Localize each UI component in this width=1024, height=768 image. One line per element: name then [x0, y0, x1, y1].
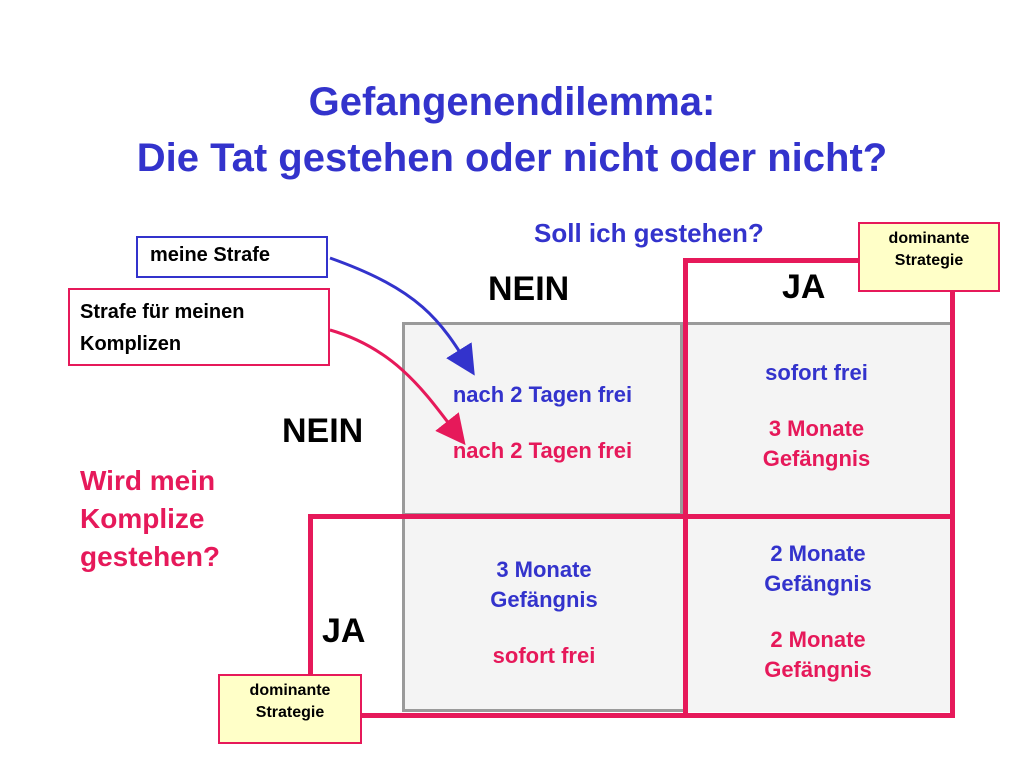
cell-yes-yes-partner-line-2: Gefängnis — [764, 657, 872, 682]
legend-partner-penalty-line-2: Komplizen — [80, 333, 182, 355]
arrow-my-penalty — [329, 256, 475, 376]
column-label-yes: JA — [782, 268, 826, 306]
cell-yes-no-partner-penalty: sofort frei — [492, 642, 596, 668]
dominant-note-bottom-line-1: dominante — [249, 682, 331, 699]
row-label-yes: JA — [322, 612, 366, 650]
arrow-partner-penalty — [329, 328, 466, 446]
column-label-no: NEIN — [488, 270, 570, 308]
cell-yes-no: 3 Monate Gefängnis sofort frei — [402, 516, 683, 712]
cell-no-yes-partner-line-1: 3 Monate — [768, 415, 865, 441]
question-partner-line-2: Komplize — [80, 503, 205, 534]
dominant-note-top-line-1: dominante — [888, 230, 970, 247]
legend-my-penalty: meine Strafe — [136, 236, 328, 278]
title-line-1: Gefangenendilemma: — [308, 80, 716, 124]
cell-yes-no-my-line-2: Gefängnis — [490, 586, 598, 612]
dominant-note-top-line-2: Strategie — [894, 252, 964, 269]
cell-no-yes-partner-line-2: Gefängnis — [762, 445, 871, 471]
question-partner-line-1: Wird mein — [80, 465, 216, 496]
row-label-no: NEIN — [282, 412, 364, 450]
cell-yes-no-my-line-1: 3 Monate — [496, 556, 592, 582]
legend-partner-penalty: Strafe für meinen Komplizen — [68, 288, 330, 366]
dominant-row-frame — [308, 514, 955, 718]
legend-partner-penalty-line-1: Strafe für meinen — [80, 301, 245, 323]
question-me: Soll ich gestehen? — [534, 218, 764, 248]
cell-no-yes: sofort frei 3 Monate Gefängnis — [683, 322, 953, 516]
dominant-note-bottom-line-2: Strategie — [255, 704, 325, 721]
question-partner: Wird mein Komplize gestehen? — [80, 462, 220, 576]
cell-yes-yes-partner-line-1: 2 Monate — [770, 627, 866, 652]
cell-no-no-partner-penalty: nach 2 Tagen frei — [452, 438, 633, 463]
dominant-strategy-note-top: dominante Strategie — [858, 222, 1000, 292]
cell-no-yes-my-penalty: sofort frei — [765, 359, 868, 385]
title-line-2: Die Tat gestehen oder nicht oder nicht? — [136, 136, 888, 180]
cell-yes-yes: 2 Monate Gefängnis 2 Monate Gefängnis — [683, 516, 953, 712]
cell-yes-yes-my-line-1: 2 Monate — [770, 541, 866, 566]
cell-yes-yes-my-line-2: Gefängnis — [764, 571, 872, 596]
question-partner-line-3: gestehen? — [80, 541, 221, 572]
cell-no-no-my-penalty: nach 2 Tagen frei — [452, 382, 633, 407]
dominant-strategy-note-bottom: dominante Strategie — [218, 674, 362, 744]
